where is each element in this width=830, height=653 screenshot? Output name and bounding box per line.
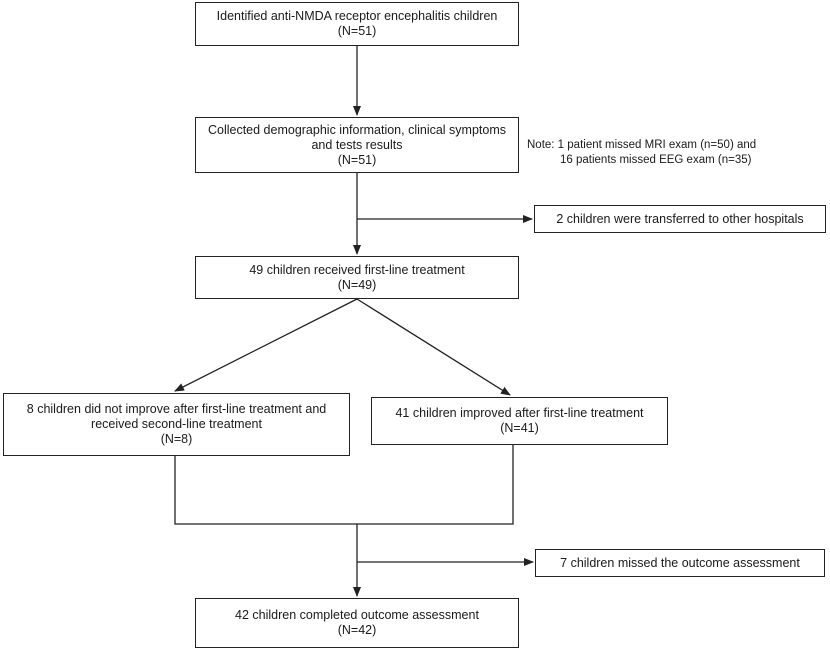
not-improved-box: 8 children did not improve after first-l… [3,393,350,456]
identified-text: Identified anti-NMDA receptor encephalit… [216,9,498,23]
first-line-box: 49 children received first-line treatmen… [195,256,519,299]
identified-count: (N=51) [337,24,377,38]
merge-line [174,444,514,525]
not-improved-text-1: 8 children did not improve after first-l… [26,402,327,416]
collected-box: Collected demographic information, clini… [195,117,519,173]
improved-count: (N=41) [500,421,539,435]
collected-text-2: and tests results [311,137,403,152]
completed-text: 42 children completed outcome assessment [235,608,479,622]
first-line-text: 49 children received first-line treatmen… [249,262,465,277]
collected-text-1: Collected demographic information, clini… [207,122,507,137]
completed-box: 42 children completed outcome assessment… [195,598,519,648]
identified-box: Identified anti-NMDA receptor encephalit… [195,2,519,46]
arrow-first-line-to-improved [356,298,511,396]
note-line-2: 16 patients missed EEG exam (n=35) [560,154,752,166]
transferred-box: 2 children were transferred to other hos… [534,205,826,233]
collected-count: (N=51) [337,152,377,167]
transferred-text: 2 children were transferred to other hos… [556,211,804,226]
arrow-first-line-to-not-improved [174,298,358,392]
improved-text: 41 children improved after first-line tr… [395,406,644,420]
first-line-count: (N=49) [337,277,377,292]
completed-count: (N=42) [337,623,377,637]
missed-box: 7 children missed the outcome assessment [535,549,825,577]
note-text: Note: 1 patient missed MRI exam (n=50) a… [527,138,756,168]
improved-box: 41 children improved after first-line tr… [371,397,668,445]
not-improved-count: (N=8) [160,432,193,446]
note-line-1: Note: 1 patient missed MRI exam (n=50) a… [527,139,757,151]
missed-text: 7 children missed the outcome assessment [560,555,800,570]
not-improved-text-2: received second-line treatment [91,417,262,431]
